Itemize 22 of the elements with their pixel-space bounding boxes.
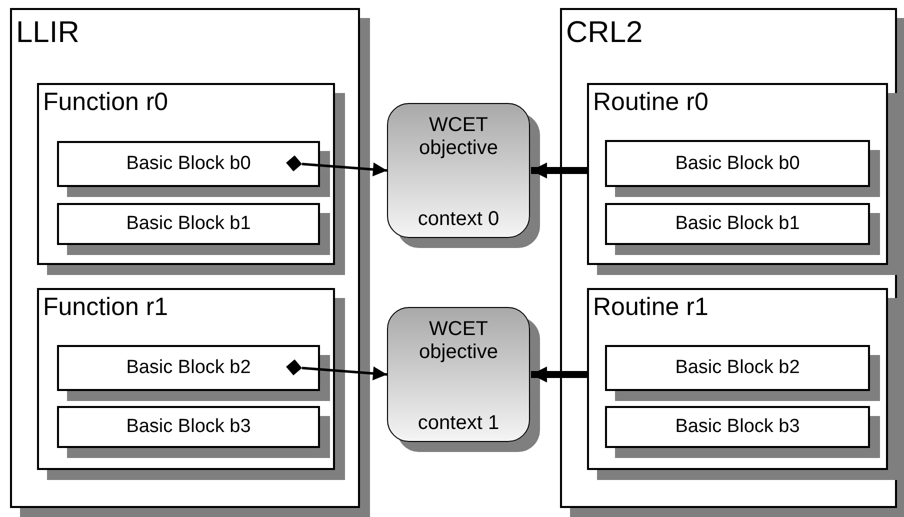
panel-heading: Function r0 xyxy=(43,89,168,116)
block-label: Basic Block b2 xyxy=(126,357,251,379)
block-label: Basic Block b1 xyxy=(126,213,251,235)
arrow xyxy=(531,366,587,382)
block-label: Basic Block b2 xyxy=(675,357,800,379)
objective-label: WCET objective xyxy=(418,318,499,364)
block-label: Basic Block b0 xyxy=(126,153,251,175)
context-label: context 0 xyxy=(418,208,500,231)
block-label: Basic Block b3 xyxy=(126,416,251,438)
block-label: Basic Block b0 xyxy=(675,152,800,174)
arrow xyxy=(286,359,388,380)
panel-heading: Function r1 xyxy=(43,294,168,322)
context-label: context 1 xyxy=(418,412,500,435)
arrow xyxy=(531,162,587,178)
panel-heading: CRL2 xyxy=(566,16,643,49)
arrow xyxy=(286,155,388,176)
panel-heading: Routine r1 xyxy=(593,294,708,322)
block-label: Basic Block b3 xyxy=(675,416,800,438)
objective-label: WCET objective xyxy=(418,114,499,160)
panel-heading: Routine r0 xyxy=(593,89,708,116)
panel-heading: LLIR xyxy=(16,16,80,49)
block-label: Basic Block b1 xyxy=(675,213,800,235)
